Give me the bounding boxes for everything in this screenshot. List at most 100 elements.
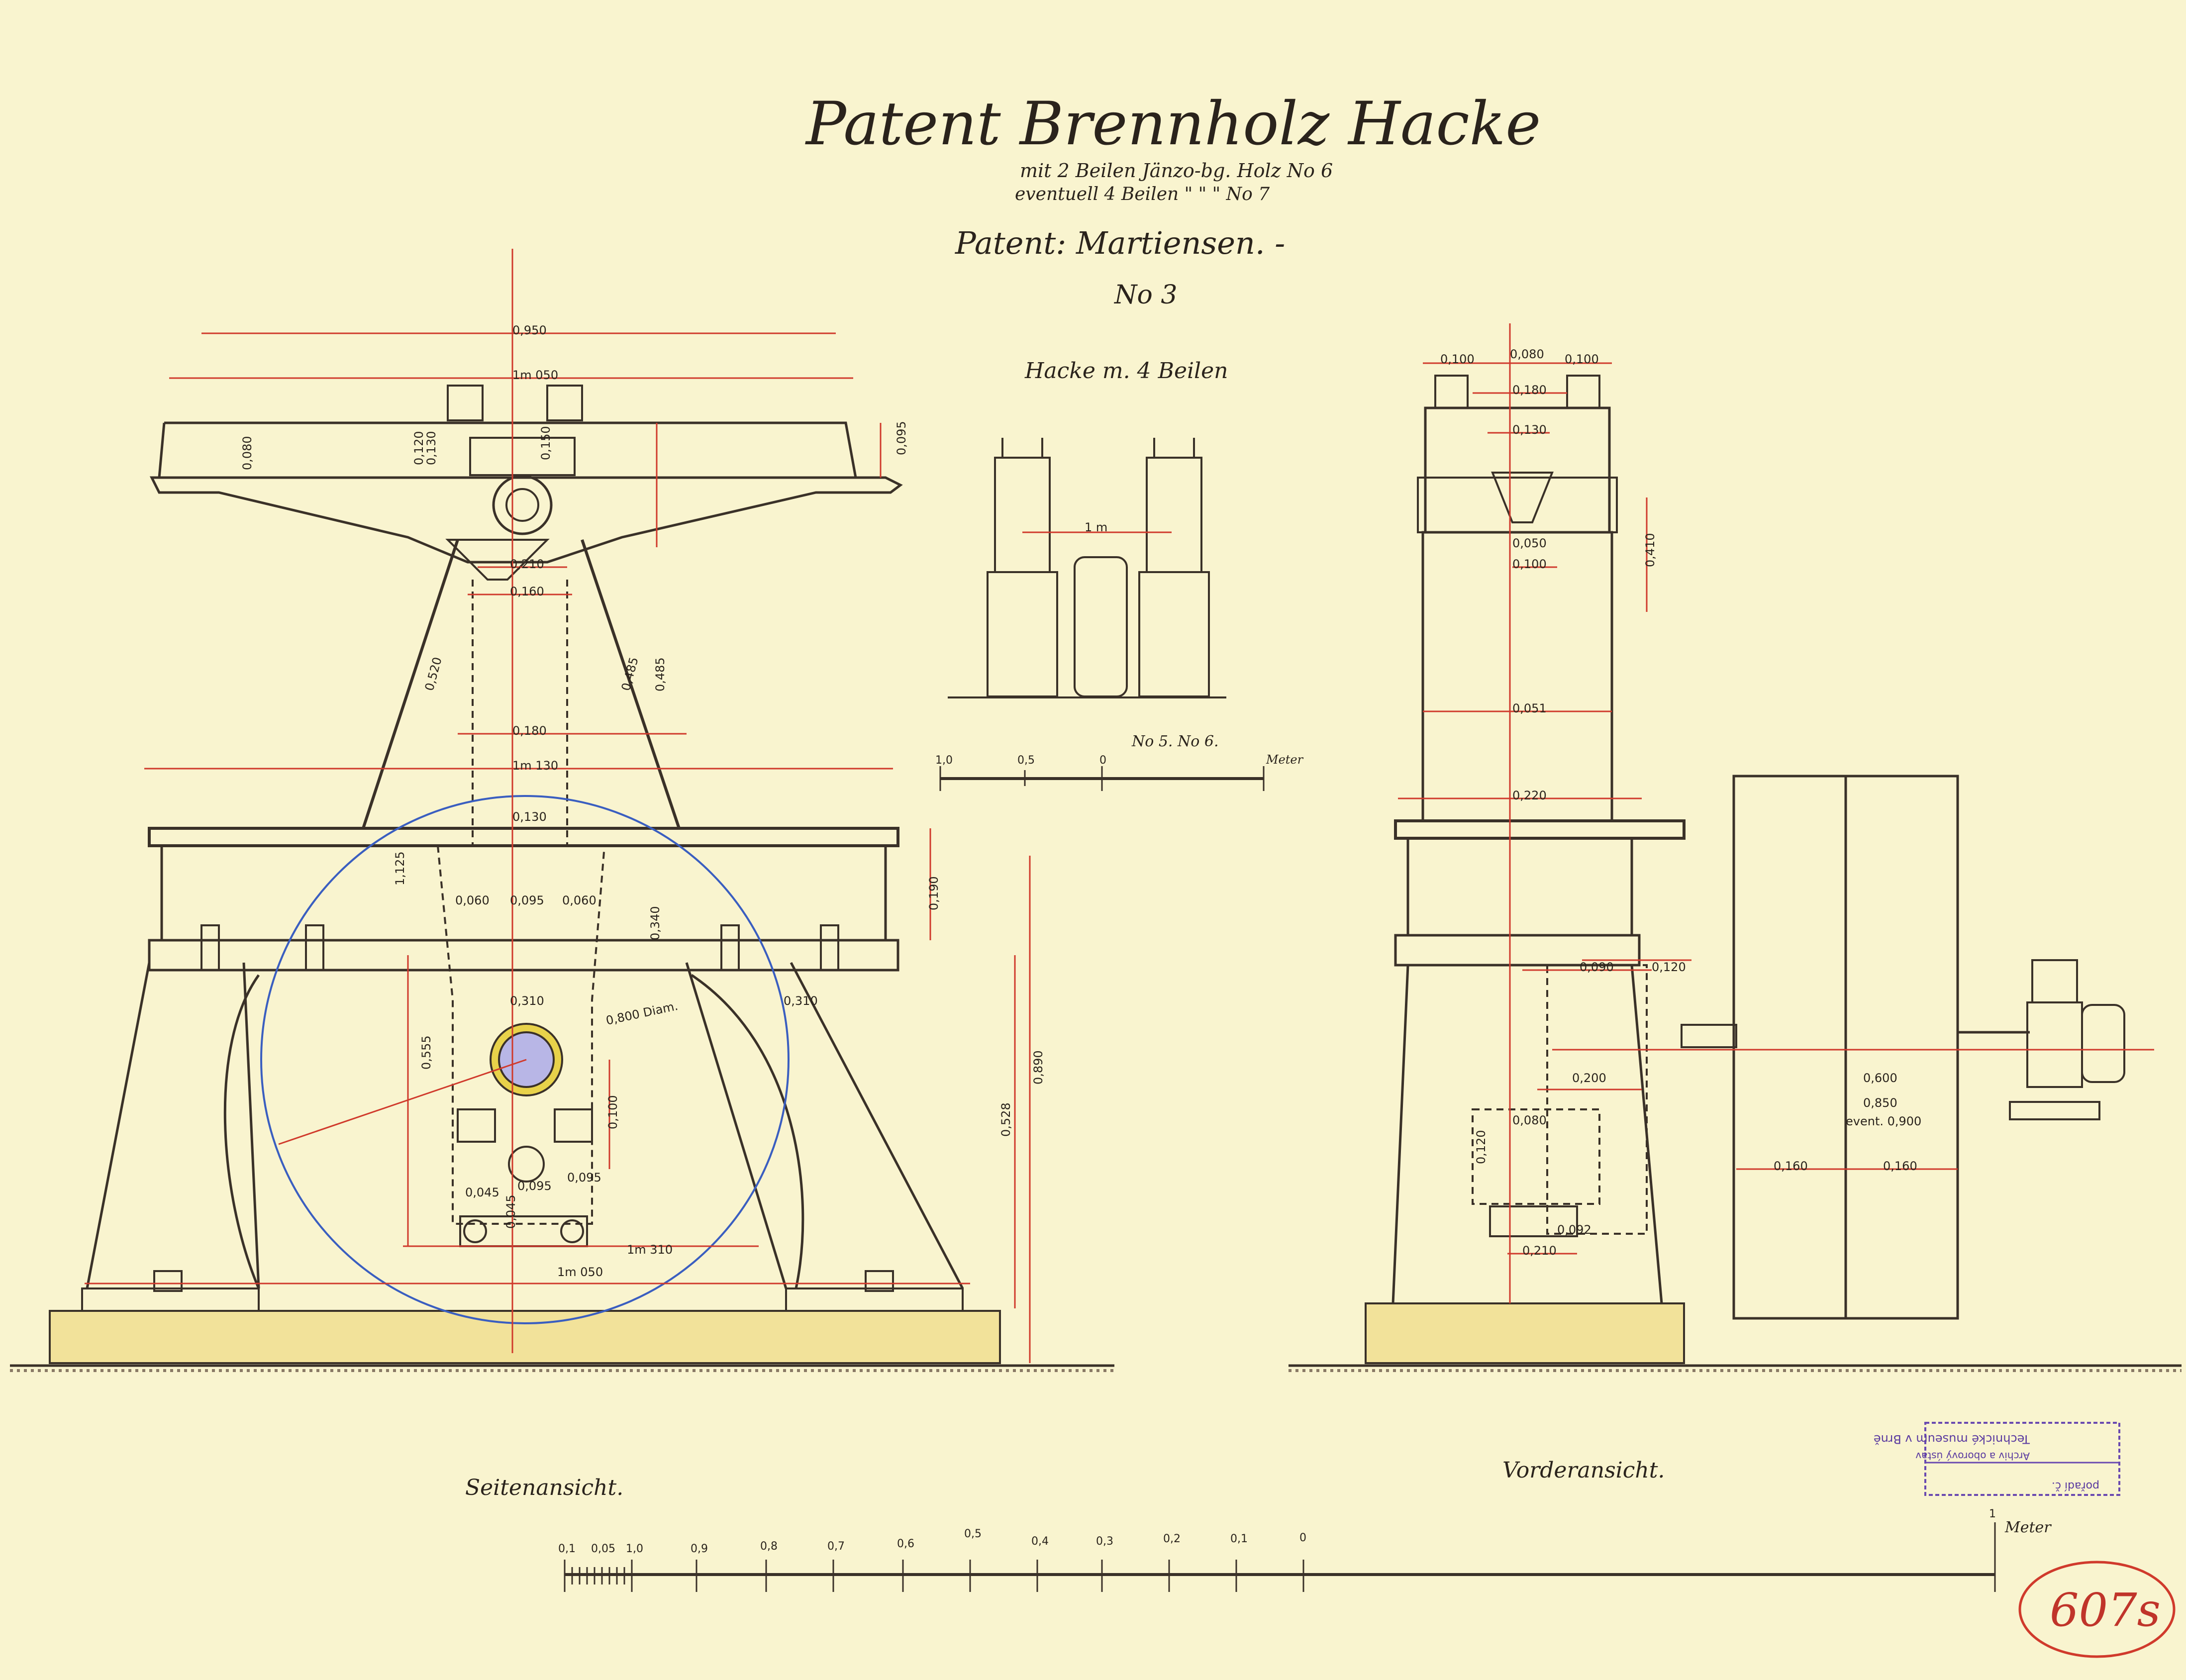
front-dim-4: 0,180: [1512, 383, 1547, 397]
side-dim-labels: 0,950 1m 050 0,120 0,130 0,150 0,080 0,0…: [240, 323, 1045, 1279]
main-scale-ticks: [564, 1522, 1996, 1592]
main-scale-tick-6: 0,6: [897, 1538, 914, 1550]
side-dim-3: 0,120: [412, 431, 426, 465]
side-dim-4: 0,130: [424, 431, 438, 465]
front-dim-16: 0,092: [1557, 1223, 1591, 1237]
front-dim-13: 0,200: [1572, 1071, 1606, 1085]
side-foot-right: [785, 1287, 964, 1312]
front-table-top: [1394, 819, 1686, 840]
side-dim-18: 0,060: [455, 893, 490, 907]
side-top-nut-left: [447, 385, 484, 421]
side-dim-26: 0,100: [606, 1095, 620, 1129]
side-dim-28: 0,890: [1031, 1050, 1045, 1085]
front-lower-nut: [1489, 1205, 1578, 1237]
front-pulley: [2081, 1004, 2125, 1083]
inset-dim-1m: 1 m: [1085, 520, 1107, 534]
front-dim-14: 0,080: [1512, 1113, 1547, 1127]
inset-scale-tick-1: 1,0: [935, 754, 953, 767]
inset-machine: [987, 438, 1210, 697]
side-aframe-legs: [362, 539, 681, 829]
front-view: 0,100 0,080 0,100 0,180 0,130 0,410 0,05…: [1289, 323, 2182, 1372]
title-sub-1: mit 2 Beilen Jänzo-bg. Holz No 6: [1020, 160, 1333, 182]
side-dim-24: 0,310: [784, 994, 818, 1008]
main-scale-tick-5: 0,7: [827, 1540, 845, 1553]
front-dim-17: 0,210: [1522, 1244, 1557, 1258]
front-flywheel-2: [1844, 775, 1959, 1320]
side-dim-lines: [85, 249, 1031, 1363]
front-dim-11: 0,090: [1580, 960, 1614, 974]
flywheel-radius-line: [278, 1059, 527, 1145]
side-dim-29: 0,095: [517, 1179, 552, 1193]
side-dim-27: 0,528: [999, 1102, 1013, 1137]
side-dim-2: 1m 050: [512, 368, 558, 382]
side-top-beam: [149, 476, 903, 564]
front-dim-1: 0,100: [1440, 352, 1475, 366]
front-view-label: Vorderansicht.: [1502, 1458, 1665, 1483]
front-flywheel-1: [1732, 775, 1847, 1320]
front-dim-2: 0,080: [1510, 347, 1544, 361]
front-dim-6: 0,410: [1643, 533, 1657, 567]
archive-stamp: Technické museum v Brně Archiv a oborový…: [1874, 1422, 2120, 1496]
side-dim-25: 0,555: [419, 1035, 433, 1070]
side-slide-guides: [472, 580, 568, 846]
main-scale: 0,1 0,05 1,0 0,9 0,8 0,7 0,6 0,5 0,4 0,3…: [558, 1508, 2052, 1592]
inset-drawing: Hacke m. 4 Beilen 1 m No 5. No 6. 1,0 0,…: [935, 358, 1304, 791]
front-pulley-base: [2009, 1101, 2100, 1120]
side-foot-left: [81, 1287, 260, 1312]
side-dim-7: 0,095: [894, 421, 908, 455]
front-slide-block: [1472, 1108, 1600, 1205]
main-scale-tick-7: 0,5: [964, 1528, 982, 1540]
stamp-border: [1924, 1422, 2120, 1496]
main-scale-tick-2: 1,0: [626, 1543, 643, 1555]
side-dim-15: 0,130: [512, 810, 547, 824]
side-top-nut-right: [546, 385, 583, 421]
front-blade-wedge: [1491, 472, 1554, 523]
front-dim-22: 0,160: [1883, 1159, 1917, 1173]
main-scale-tick-10: 0,2: [1163, 1533, 1181, 1545]
side-dim-13: 0,180: [512, 724, 547, 738]
side-aframe-apex: [445, 539, 550, 581]
front-dim-labels: 0,100 0,080 0,100 0,180 0,130 0,410 0,05…: [1440, 347, 1921, 1258]
inset-title: Hacke m. 4 Beilen: [1024, 358, 1228, 384]
side-top-hub-inner: [505, 488, 539, 522]
inset-scale-tick-2: 0,5: [1017, 754, 1035, 767]
front-dim-9: 0,051: [1512, 701, 1547, 715]
side-dim-34: 1m 050: [557, 1265, 603, 1279]
side-dim-6: 0,080: [240, 436, 254, 470]
side-dim-17: 0,190: [927, 876, 941, 910]
side-slide-frame: [437, 845, 605, 1225]
flywheel-circle: [260, 795, 790, 1324]
stamp-line-1: Technické museum v Brně: [1874, 1432, 2030, 1446]
side-dim-10: 0,520: [422, 656, 445, 692]
side-dim-8: 0,210: [510, 557, 544, 571]
front-body-sides: [1391, 838, 1663, 1304]
inset-scale-tick-3: 0: [1099, 754, 1106, 767]
front-dim-7: 0,050: [1512, 536, 1547, 550]
side-dim-20: 0,060: [562, 893, 596, 907]
front-dim-12: 0,120: [1652, 960, 1686, 974]
front-lower-rail: [1394, 934, 1641, 967]
drawing-number: No 3: [1113, 280, 1177, 310]
side-dim-19: 0,095: [510, 893, 544, 907]
front-pulley-bracket: [2026, 1001, 2083, 1088]
title-block: Patent Brennholz Hacke mit 2 Beilen Jänz…: [805, 90, 1541, 310]
main-scale-tick-0: 0,1: [558, 1543, 576, 1555]
front-top-nut-right: [1566, 375, 1600, 409]
catalog-text: 607s: [2050, 1583, 2161, 1637]
main-scale-tick-4: 0,8: [760, 1540, 778, 1553]
front-dim-20: event. 0,900: [1846, 1114, 1921, 1128]
side-view-label: Seitenansicht.: [465, 1475, 623, 1500]
front-upper-column: [1421, 531, 1613, 822]
front-dim-3: 0,100: [1565, 352, 1599, 366]
main-scale-tick-8: 0,4: [1031, 1535, 1049, 1548]
main-scale-tick-13: 1: [1989, 1508, 1996, 1520]
main-scale-tick-12: 0: [1299, 1532, 1306, 1544]
front-dim-21: 0,160: [1774, 1159, 1808, 1173]
front-dim-8: 0,100: [1512, 557, 1547, 571]
inset-scale-ticks: [939, 766, 1265, 791]
side-top-hub: [492, 475, 553, 535]
side-dim-14: 1m 130: [512, 759, 558, 773]
front-crank-block: [1546, 964, 1648, 1235]
side-view: 0,950 1m 050 0,120 0,130 0,150 0,080 0,0…: [10, 249, 1114, 1372]
